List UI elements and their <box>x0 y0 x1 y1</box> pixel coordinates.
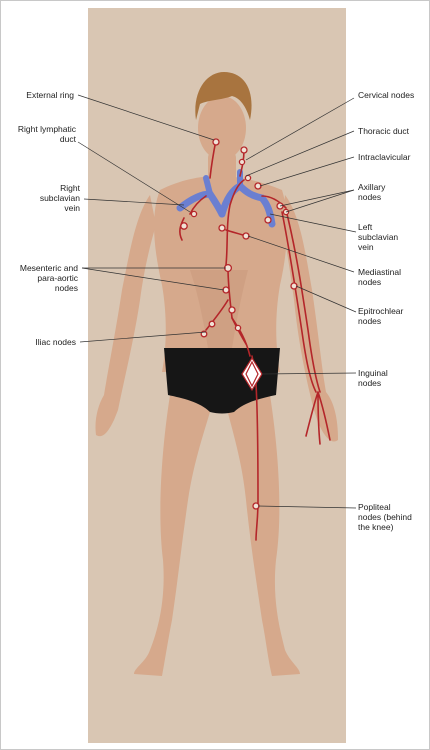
label-cervical-nodes: Cervical nodes <box>358 90 415 100</box>
axillary-node-3 <box>264 216 272 224</box>
leader-axillary-2 <box>285 189 355 213</box>
leader-mediastinal <box>247 235 355 273</box>
right-axillary-node <box>180 222 188 230</box>
cervical-node-2 <box>238 158 246 166</box>
leader-popliteal <box>257 505 357 509</box>
leader-thoracic-duct <box>245 130 355 177</box>
inguinal-node-inner <box>245 360 259 388</box>
leader-iliac <box>79 331 207 343</box>
label-external-ring: External ring <box>26 90 74 100</box>
para-aortic-node-3 <box>228 306 236 314</box>
label-axillary-nodes: Axillary nodes <box>358 182 386 202</box>
label-mediastinal-nodes: Mediastinal nodes <box>358 267 401 287</box>
mediastinal-node-1 <box>218 224 226 232</box>
label-left-subclavian-vein: Left subclavian vein <box>358 222 399 252</box>
thoracic-duct <box>225 179 245 266</box>
external-ring-node <box>212 138 220 146</box>
axillary-vessels <box>261 195 287 209</box>
leader-epitrochlear <box>295 285 357 313</box>
right-leg <box>134 395 212 676</box>
right-jugular-vein <box>203 175 213 197</box>
leader-mesenteric-2 <box>81 267 225 291</box>
label-popliteal-nodes: Popliteal nodes (behind the knee) <box>358 502 412 532</box>
iliac-node-3 <box>234 324 242 332</box>
label-inguinal-nodes: Inguinal nodes <box>358 368 388 388</box>
leader-lines <box>77 94 357 509</box>
iliac-vessel-left <box>231 317 251 357</box>
leader-cervical <box>245 97 355 161</box>
right-arm-vessel <box>179 217 185 241</box>
left-leg <box>226 395 300 676</box>
leader-axillary-1 <box>279 189 355 207</box>
leader-left-subclavian-vein <box>269 213 357 233</box>
right-lymphatic-duct <box>189 195 207 215</box>
inguinal-node-cluster <box>241 356 263 392</box>
hair <box>195 72 252 120</box>
label-thoracic-duct: Thoracic duct <box>358 126 410 136</box>
lymph-nodes <box>180 138 298 510</box>
label-right-lymphatic-duct: Right lymphatic duct <box>17 124 76 144</box>
label-right-subclavian-vein: Right subclavian vein <box>39 183 80 213</box>
inguinal-node-diamond <box>241 356 263 392</box>
epitrochlear-node <box>290 282 298 290</box>
iliac-node-1 <box>208 320 216 328</box>
human-figure <box>95 72 338 676</box>
leader-right-subclavian-vein <box>83 198 185 206</box>
cervical-node-1 <box>240 146 248 154</box>
leader-right-lymphatic-duct <box>77 141 191 213</box>
right-chest-node <box>190 210 198 218</box>
left-arm-vessel-inner <box>281 211 317 393</box>
leader-intraclavicular <box>259 156 355 187</box>
left-arm-vessel-outer <box>285 209 321 393</box>
left-leg-vessel <box>255 383 259 541</box>
right-arm <box>95 195 156 437</box>
label-epitrochlear-nodes: Epitrochlear nodes <box>358 306 404 326</box>
left-hand-vessels <box>305 391 331 445</box>
head <box>198 96 246 160</box>
abdomen-shading <box>190 270 248 360</box>
iliac-vessel-right <box>205 299 229 331</box>
leader-external-ring <box>77 94 215 141</box>
leader-inguinal <box>261 372 357 375</box>
label-intraclavicular: Intraclavicular <box>358 152 411 162</box>
left-subclavian-vein <box>218 181 276 228</box>
label-iliac-nodes: Iliac nodes <box>35 337 76 347</box>
label-mesenteric-para-aortic-nodes: Mesenteric and para-aortic nodes <box>19 263 78 293</box>
